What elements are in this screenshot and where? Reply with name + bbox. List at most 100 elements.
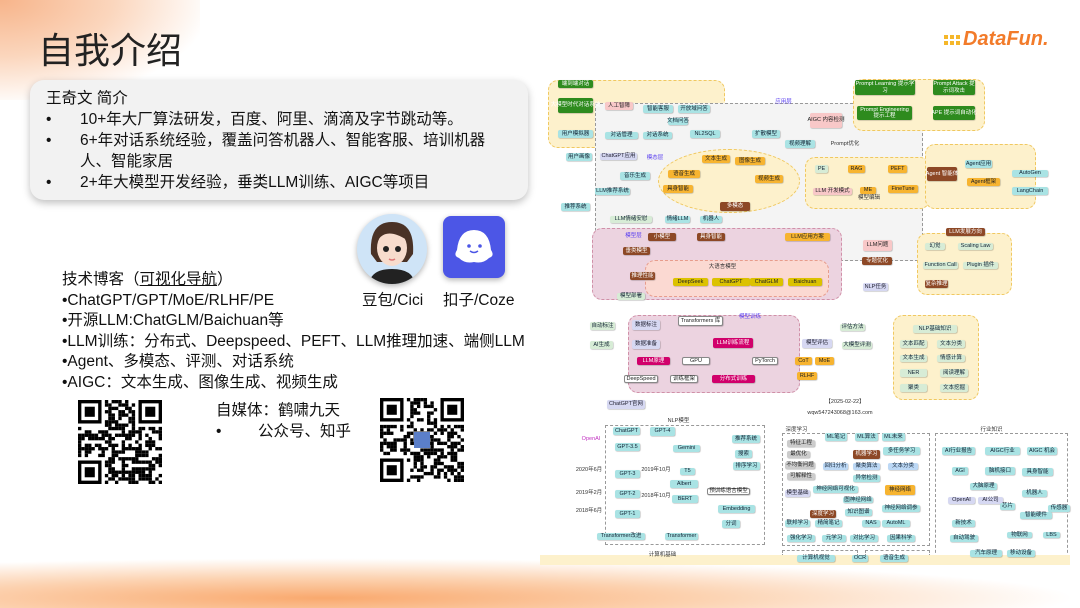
mindmap-node: OpenAI	[948, 497, 975, 504]
mindmap-node: Albert	[670, 480, 698, 488]
mindmap-node: GPT-2	[615, 490, 640, 498]
mindmap-node: GPT-3.5	[615, 443, 640, 451]
mindmap-node: 数据准备	[632, 340, 660, 349]
profile-bullet: •10+年大厂算法研发，百度、阿里、滴滴及字节跳动等。	[46, 111, 463, 128]
mindmap-node: FineTune	[888, 185, 918, 193]
mindmap-node: 大语言模型	[708, 263, 737, 270]
mindmap-node: PyTorch	[752, 357, 778, 365]
mindmap-node: LLM原理	[637, 357, 670, 365]
girl-avatar-icon[interactable]	[357, 214, 427, 284]
mindmap-node: 多模态	[720, 202, 750, 211]
blog-line: •AIGC：文本生成、图像生成、视频生成	[62, 373, 338, 391]
mindmap-node: 预训练语言模型	[707, 488, 750, 495]
mindmap-node: ME	[860, 187, 876, 194]
mindmap-node: 模型基础	[785, 490, 810, 497]
mindmap-node: ChatGPT	[613, 427, 640, 435]
mindmap-node: 模型编辑	[858, 194, 881, 201]
mindmap-node: ML未来	[882, 433, 905, 441]
mindmap-node: 情感计算	[937, 355, 965, 362]
mindmap-node: 对话管理	[605, 132, 638, 139]
mindmap-node: ChatGLM	[750, 278, 783, 286]
mindmap-node: Transformer	[665, 533, 698, 540]
mindmap-node: OCR	[852, 555, 868, 562]
qr-code-icon	[78, 400, 162, 484]
mindmap-node: LLM发展方向	[946, 228, 985, 236]
mindmap-node: Transformers 库	[678, 316, 723, 326]
mindmap-node: Prompt优化	[830, 140, 860, 147]
mindmap-node: 模型部署	[617, 293, 645, 300]
media-heading: 自媒体：鹤啸九天	[216, 402, 341, 419]
mindmap-node: LLM情绪安慰	[610, 216, 652, 223]
qr-code-icon	[380, 398, 464, 482]
logo-dots-icon	[944, 34, 960, 45]
blog-nav-link[interactable]: 可视化导航	[139, 271, 218, 288]
mindmap-node: GPT-3	[615, 470, 640, 478]
mindmap-node: 芯片	[1000, 503, 1015, 510]
mindmap-node: 数据标注	[632, 320, 660, 330]
mindmap-node: 图像生成	[735, 157, 765, 165]
mindmap-node: 应用层	[775, 99, 792, 106]
tech-blog: 技术博客（可视化导航） •ChatGPT/GPT/MoE/RLHF/PE •开源…	[62, 270, 538, 393]
mindmap-node: 模态层	[646, 155, 664, 162]
mindmap-node: 对话系统	[643, 132, 672, 139]
mindmap-node: 评估方法	[840, 324, 865, 331]
mindmap-node: GPT-1	[615, 510, 640, 518]
mindmap-node: 联邦学习	[785, 520, 810, 527]
mindmap-node: 大模型评测	[842, 342, 872, 349]
ghost-icon[interactable]	[443, 216, 505, 278]
mindmap-node: ML算法	[855, 433, 878, 441]
mindmap-node: 语音生成	[880, 555, 908, 562]
mindmap-node: 强化学习	[787, 535, 815, 542]
mindmap-node: Scaling Law	[958, 243, 993, 250]
mindmap-node: 文本生成	[702, 155, 730, 163]
mindmap-node: APE 提示词自动化	[931, 106, 977, 120]
mindmap-node: NLP任务	[863, 283, 888, 291]
mindmap-node: BERT	[672, 495, 698, 503]
mindmap-node: NLP模型	[667, 418, 690, 425]
mindmap-node: 2020年6月	[575, 466, 603, 473]
mindmap-node: 推荐系统	[561, 203, 590, 211]
mindmap-node: 可解释性	[787, 473, 815, 480]
mindmap-node: 对比学习	[850, 535, 878, 542]
mindmap-node: 机器人	[1022, 490, 1047, 497]
mindmap-node: 训练框架	[670, 375, 698, 383]
mindmap-node: 情绪LLM	[665, 216, 690, 223]
mindmap-node: 视频生成	[755, 175, 783, 183]
mindmap-node: 推理性能	[630, 272, 655, 280]
mindmap-node: 音乐生成	[620, 172, 650, 180]
mindmap-node: 推荐系统	[732, 435, 760, 443]
mindmap-node: 语音生成	[668, 170, 700, 178]
mindmap-node: DeepSeek	[673, 278, 708, 286]
mindmap-node: Plugin 插件	[963, 262, 998, 269]
mindmap-node: 搜索	[735, 450, 752, 458]
profile-heading: 王奇文 简介	[46, 90, 128, 107]
mindmap-node: LLM应用方案	[785, 233, 830, 241]
mindmap-node: 神经网络	[885, 485, 915, 495]
mindmap-node: 文本挖掘	[940, 384, 968, 392]
mindmap-node: 回归分析	[823, 463, 848, 470]
mindmap-node: 开放域问答	[678, 105, 710, 113]
bottom-glow	[0, 558, 1080, 608]
mindmap-node: NL2SQL	[690, 130, 720, 138]
mindmap-node: 因果科学	[887, 535, 915, 542]
mindmap-node: 神经网络调参	[882, 505, 920, 512]
mindmap-node: 文本分类	[937, 340, 965, 348]
mindmap-node: AIGC行业	[985, 447, 1020, 455]
mindmap-node: 专题优化	[862, 257, 892, 265]
mindmap-node: Agent框架	[967, 178, 1000, 186]
mindmap-node: Prompt Learning 提示学习	[855, 80, 915, 95]
mindmap-node: 智能客服	[643, 105, 673, 113]
logo-text: DataFun.	[963, 28, 1049, 50]
mindmap-node: 行业知识	[980, 427, 1003, 434]
mindmap-node: 视频理解	[785, 140, 815, 148]
page-title: 自我介绍	[38, 30, 183, 71]
mindmap-node: wqw547243068@163.com	[807, 409, 873, 416]
mindmap-node: 新技术	[952, 520, 975, 527]
mindmap-node: ChatGPT	[712, 278, 750, 286]
mindmap-node: 汽车原理	[970, 550, 1002, 557]
mindmap-node: LLM推荐系统	[595, 188, 630, 195]
mindmap-node: 物联网	[1007, 532, 1032, 538]
mindmap-node: Agent应用	[965, 160, 992, 168]
mindmap-node: DeepSpeed	[624, 375, 658, 383]
mindmap-node: AI公司	[978, 497, 1003, 504]
